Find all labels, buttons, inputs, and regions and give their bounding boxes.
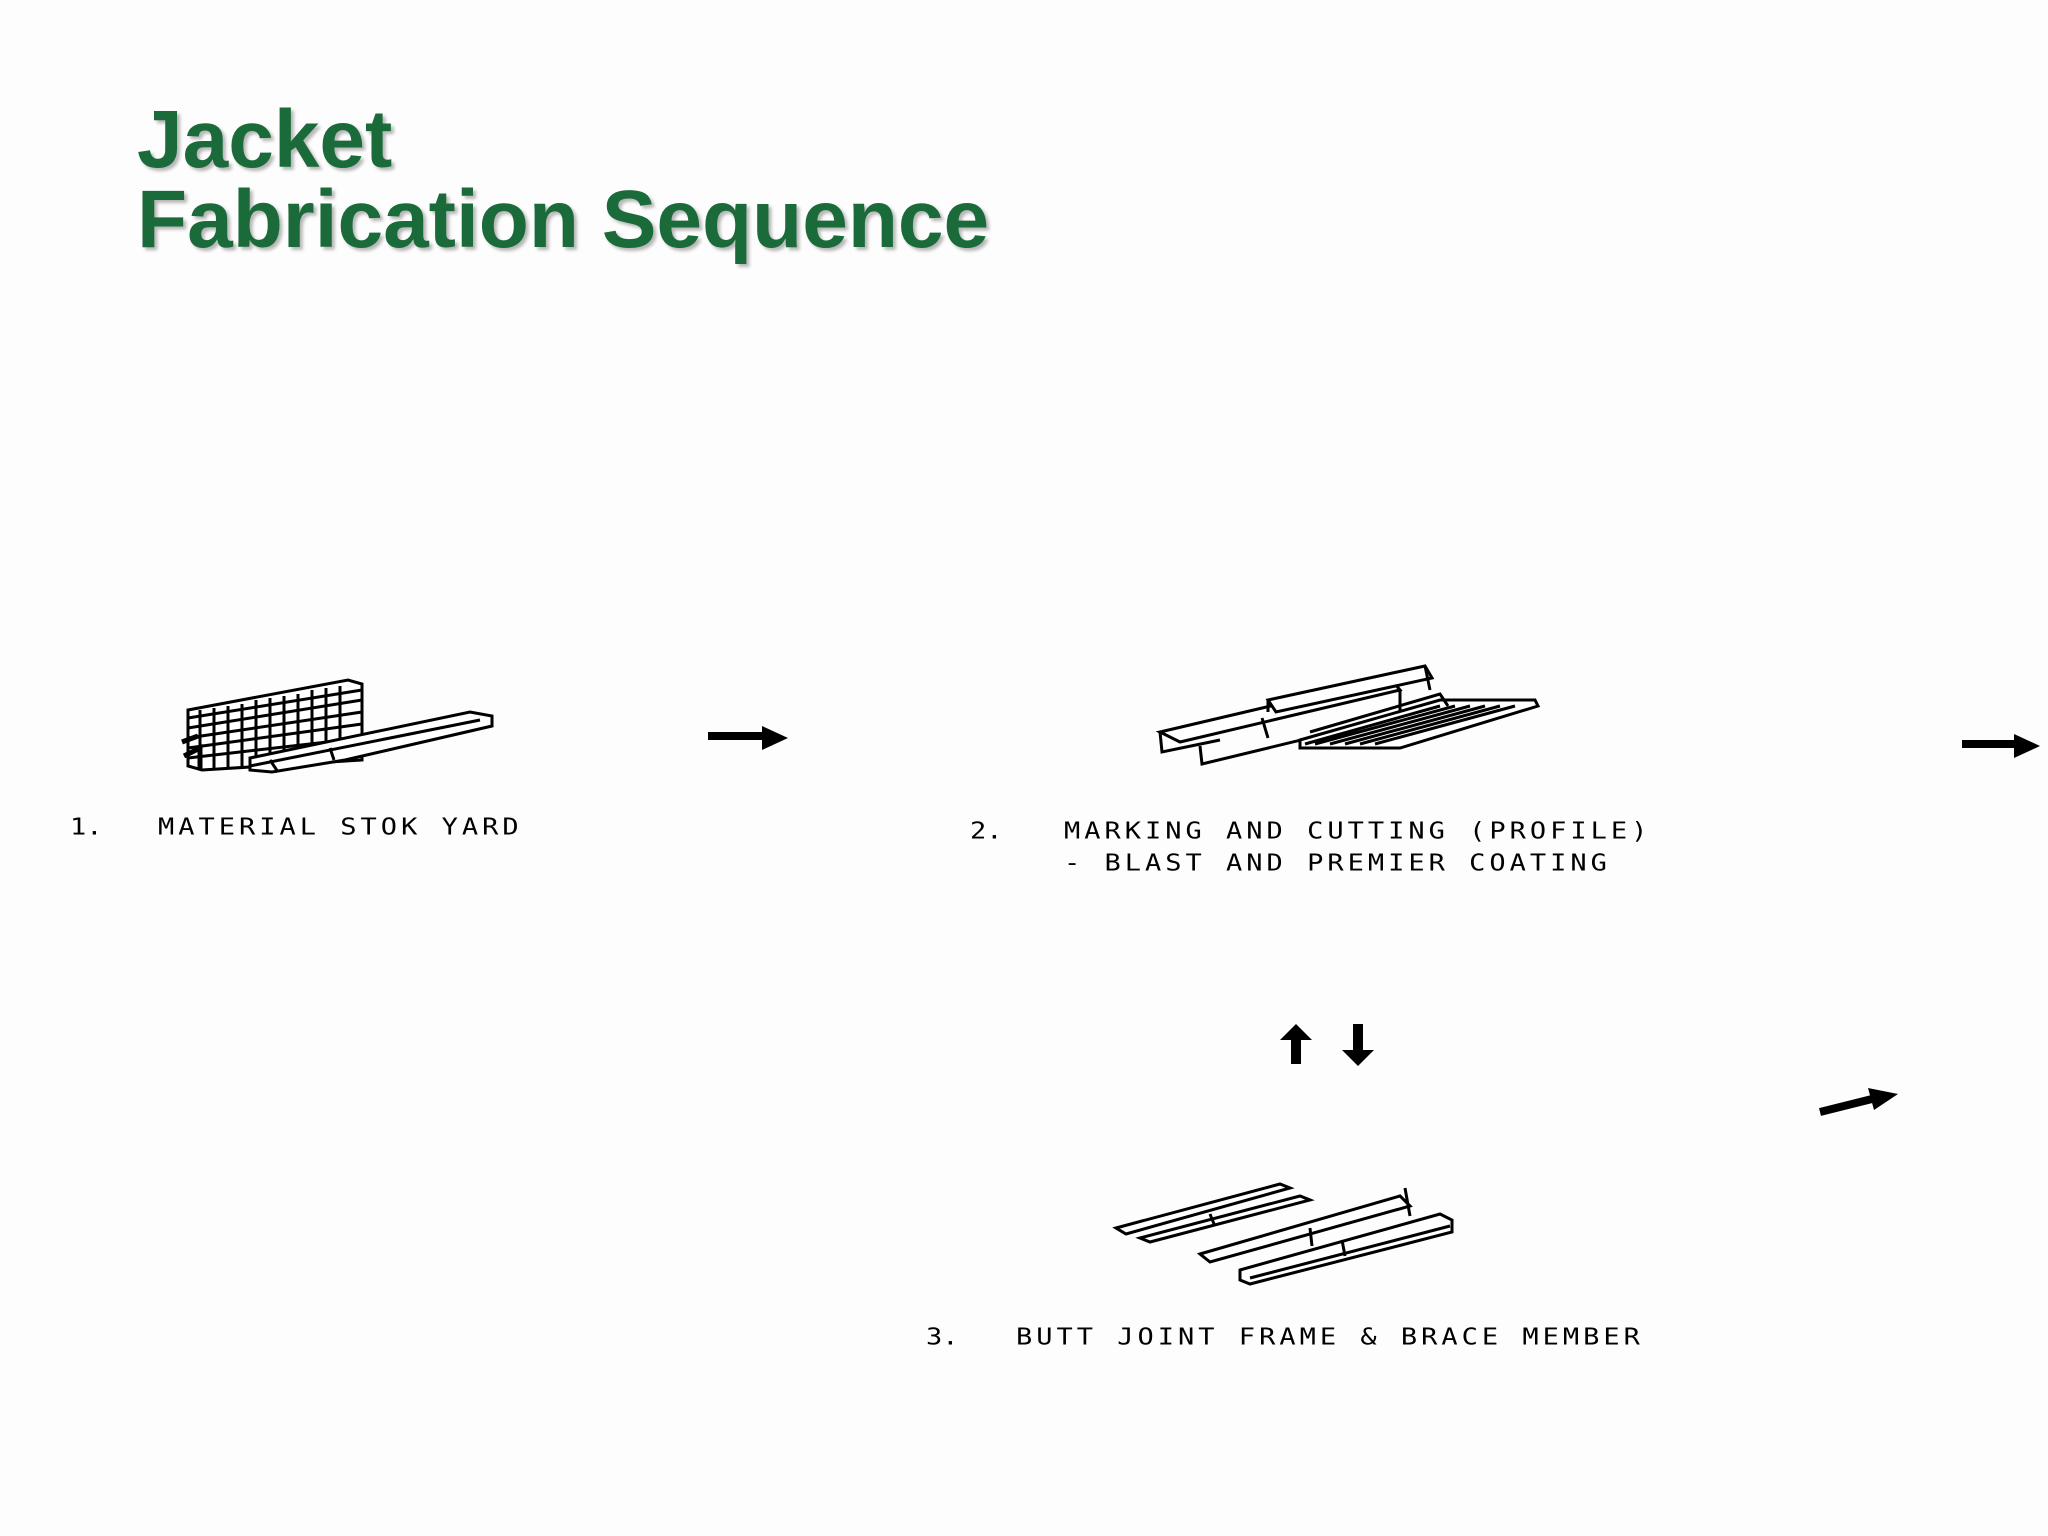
step-1-number: 1. [70,814,103,841]
step-2-number: 2. [970,818,1003,845]
arrow-down-icon [1342,1024,1374,1066]
arrow-right-offpage [1962,734,2040,758]
arrow-right-1-to-2 [708,726,788,750]
material-stock-illustration [181,678,494,774]
page-title: Jacket Fabrication Sequence [137,94,990,265]
step-1-label: MATERIAL STOK YARD [158,814,523,841]
cutting-profile-illustration [1155,664,1541,766]
step-2-label: MARKING AND CUTTING (PROFILE) [1064,818,1652,845]
step-3-number: 3. [926,1324,959,1351]
step-2-label-line-2: - BLAST AND PREMIER COATING [1064,850,1611,877]
arrow-up-icon [1280,1024,1312,1064]
butt-joint-illustration [1112,1182,1454,1286]
arrow-diagonal-icon [1819,1088,1898,1116]
brace-tubes [1112,1182,1315,1244]
frame-beams [1196,1187,1454,1286]
profile-beam-2 [1265,664,1435,714]
loose-beam [248,710,494,774]
title-line-2: Fabrication Sequence [137,174,990,265]
profile-plates [1298,692,1541,750]
title-line-1: Jacket [137,94,393,185]
step-3-label: BUTT JOINT FRAME & BRACE MEMBER [1016,1324,1644,1351]
